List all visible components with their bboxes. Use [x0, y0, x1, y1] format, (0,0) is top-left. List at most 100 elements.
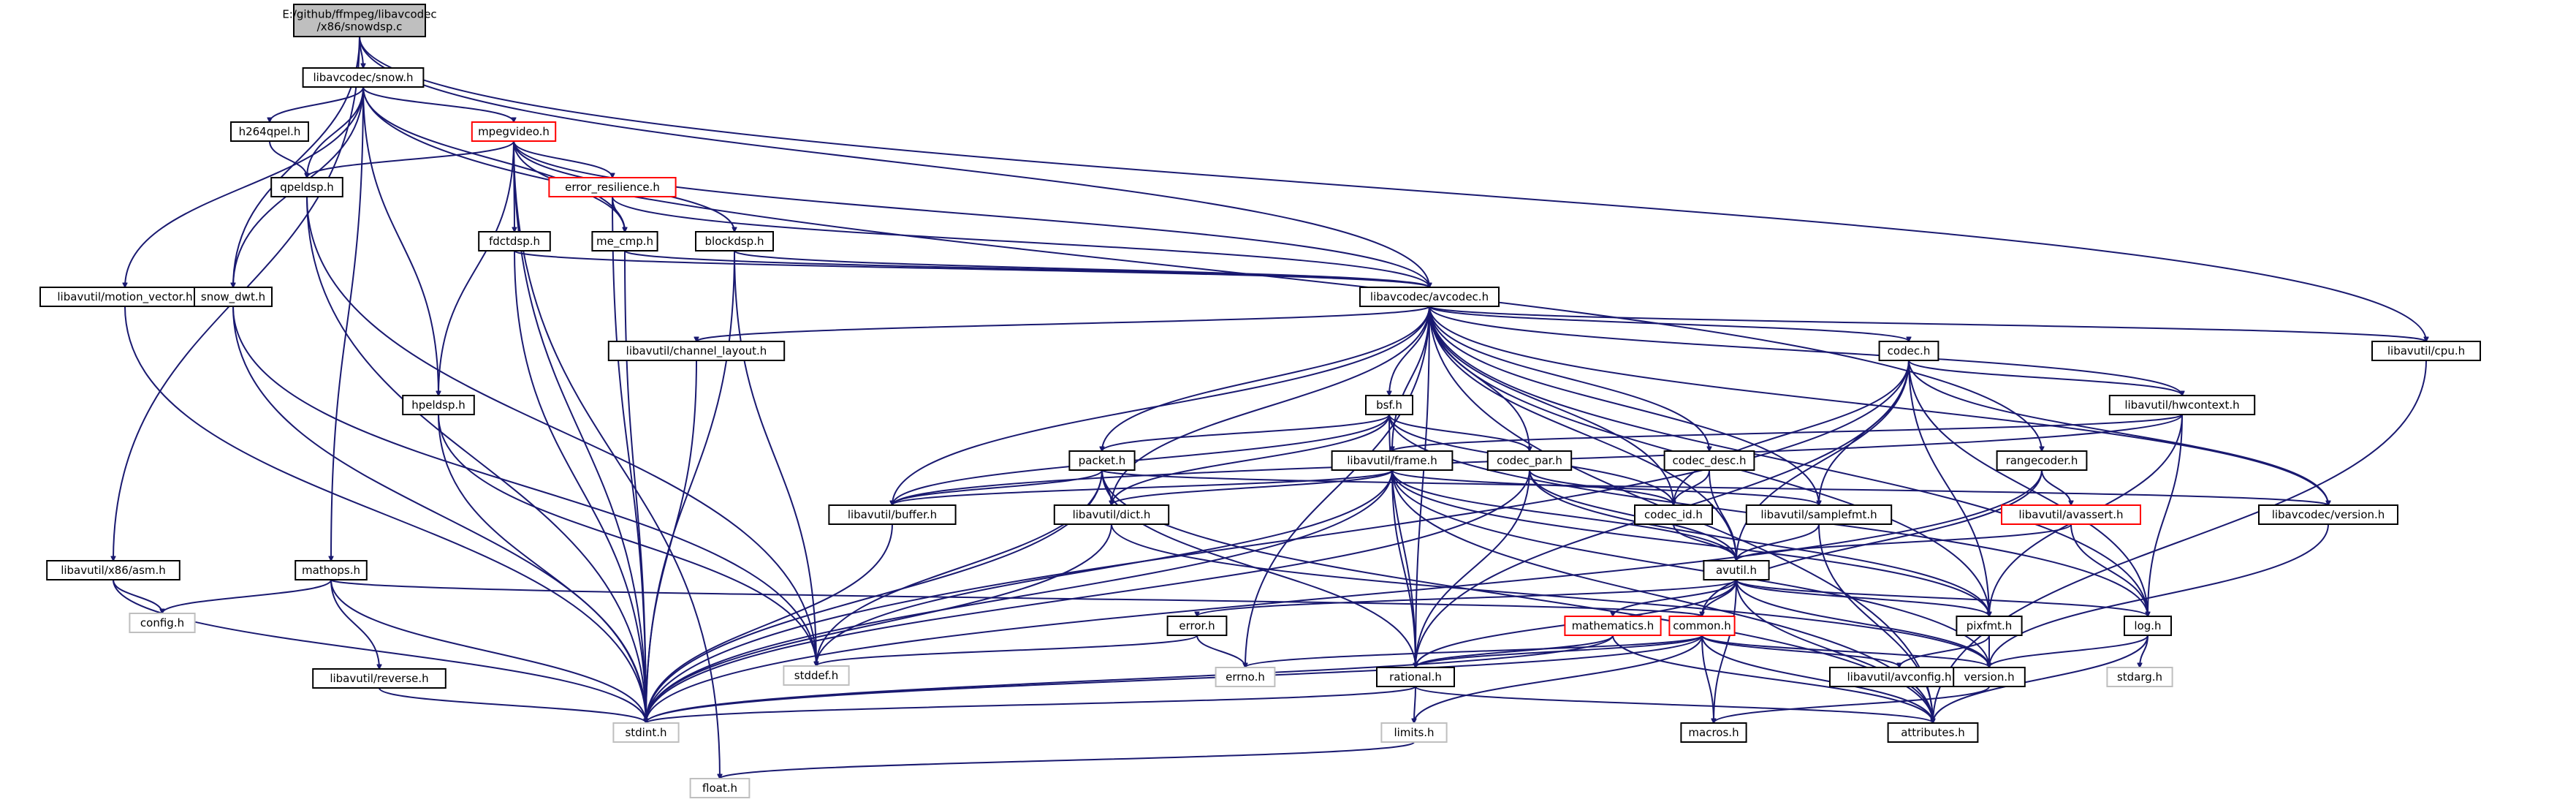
- node-box-codec_desc[interactable]: [1663, 450, 1755, 471]
- node-codec_desc[interactable]: codec_desc.h: [1663, 450, 1755, 471]
- node-box-buffer[interactable]: [828, 504, 957, 525]
- node-box-rangecoder[interactable]: [1996, 450, 2088, 471]
- node-lavc_version[interactable]: libavcodec/version.h: [2258, 504, 2398, 525]
- node-box-snow_dwt[interactable]: [194, 287, 273, 307]
- node-label-stdarg: stdarg.h: [2117, 670, 2162, 684]
- node-mpegvideo[interactable]: mpegvideo.h: [471, 121, 557, 142]
- node-box-codec_par[interactable]: [1486, 450, 1573, 471]
- node-box-codec[interactable]: [1878, 341, 1939, 361]
- edge-mpegvideo-to-avcodec: [513, 140, 1429, 287]
- node-avutil[interactable]: avutil.h: [1703, 560, 1770, 580]
- node-box-reverse[interactable]: [312, 668, 447, 689]
- node-asm[interactable]: libavutil/x86/asm.h: [46, 560, 181, 580]
- node-codec[interactable]: codec.h: [1878, 341, 1939, 361]
- node-box-h264qpel[interactable]: [230, 121, 309, 142]
- node-box-snow[interactable]: [302, 67, 425, 88]
- edge-frame-to-dict: [1112, 469, 1393, 506]
- node-buffer[interactable]: libavutil/buffer.h: [828, 504, 957, 525]
- node-box-version[interactable]: [1953, 667, 2026, 687]
- node-attributes[interactable]: attributes.h: [1887, 722, 1979, 743]
- node-stddef: stddef.h: [783, 665, 850, 686]
- node-error_resilience[interactable]: error_resilience.h: [548, 177, 677, 197]
- node-box-cpu[interactable]: [2371, 341, 2481, 361]
- node-rangecoder[interactable]: rangecoder.h: [1996, 450, 2088, 471]
- node-box-stddef: [783, 665, 850, 686]
- node-box-pixfmt[interactable]: [1956, 616, 2023, 636]
- node-box-avassert[interactable]: [2001, 504, 2141, 525]
- node-box-avutil[interactable]: [1703, 560, 1770, 580]
- node-box-macros[interactable]: [1680, 722, 1747, 743]
- edge-buffer-to-stdint: [646, 523, 893, 723]
- edge-snow-to-hpeldsp: [362, 86, 438, 396]
- node-box-me_cmp[interactable]: [591, 231, 658, 251]
- node-mathematics[interactable]: mathematics.h: [1564, 616, 1662, 636]
- node-cpu[interactable]: libavutil/cpu.h: [2371, 341, 2481, 361]
- node-box-blockdsp[interactable]: [695, 231, 774, 251]
- node-rational[interactable]: rational.h: [1376, 667, 1455, 687]
- node-box-bsf[interactable]: [1365, 395, 1413, 415]
- node-box-frame[interactable]: [1331, 450, 1454, 471]
- node-box-rational[interactable]: [1376, 667, 1455, 687]
- node-channel_layout[interactable]: libavutil/channel_layout.h: [607, 341, 786, 361]
- node-samplefmt[interactable]: libavutil/samplefmt.h: [1745, 504, 1893, 525]
- node-box-motion_vector[interactable]: [39, 287, 210, 307]
- node-box-fdctdsp[interactable]: [478, 231, 551, 251]
- node-packet[interactable]: packet.h: [1068, 450, 1136, 471]
- node-avconfig[interactable]: libavutil/avconfig.h: [1829, 667, 1969, 687]
- node-codec_par[interactable]: codec_par.h: [1486, 450, 1573, 471]
- node-box-qpeldsp[interactable]: [270, 177, 343, 197]
- node-dict[interactable]: libavutil/dict.h: [1053, 504, 1170, 525]
- node-label-qpeldsp: qpeldsp.h: [280, 181, 334, 194]
- node-box-snowdsp[interactable]: [293, 4, 426, 37]
- node-motion_vector[interactable]: libavutil/motion_vector.h: [39, 287, 210, 307]
- node-h264qpel[interactable]: h264qpel.h: [230, 121, 309, 142]
- node-box-mathops[interactable]: [295, 560, 368, 580]
- node-version[interactable]: version.h: [1953, 667, 2026, 687]
- node-error[interactable]: error.h: [1166, 616, 1228, 636]
- node-box-hpeldsp[interactable]: [402, 395, 475, 415]
- node-avassert[interactable]: libavutil/avassert.h: [2001, 504, 2141, 525]
- node-label-mpegvideo: mpegvideo.h: [478, 125, 550, 138]
- node-box-avcodec[interactable]: [1359, 287, 1500, 307]
- edge-log-to-attributes: [1933, 635, 2148, 723]
- node-hpeldsp[interactable]: hpeldsp.h: [402, 395, 475, 415]
- node-box-mathematics[interactable]: [1564, 616, 1662, 636]
- node-box-samplefmt[interactable]: [1745, 504, 1893, 525]
- node-box-packet[interactable]: [1068, 450, 1136, 471]
- node-codec_id[interactable]: codec_id.h: [1634, 504, 1713, 525]
- node-box-codec_id[interactable]: [1634, 504, 1713, 525]
- node-box-mpegvideo[interactable]: [471, 121, 557, 142]
- node-bsf[interactable]: bsf.h: [1365, 395, 1413, 415]
- node-box-channel_layout[interactable]: [607, 341, 786, 361]
- node-frame[interactable]: libavutil/frame.h: [1331, 450, 1454, 471]
- node-reverse[interactable]: libavutil/reverse.h: [312, 668, 447, 689]
- node-hwcontext[interactable]: libavutil/hwcontext.h: [2108, 395, 2256, 415]
- node-label-log: log.h: [2134, 619, 2161, 632]
- node-qpeldsp[interactable]: qpeldsp.h: [270, 177, 343, 197]
- node-avcodec[interactable]: libavcodec/avcodec.h: [1359, 287, 1500, 307]
- node-common[interactable]: common.h: [1668, 616, 1736, 636]
- node-box-asm[interactable]: [46, 560, 181, 580]
- node-snow[interactable]: libavcodec/snow.h: [302, 67, 425, 88]
- node-box-attributes[interactable]: [1887, 722, 1979, 743]
- node-label-samplefmt: libavutil/samplefmt.h: [1760, 508, 1877, 521]
- node-box-hwcontext[interactable]: [2108, 395, 2256, 415]
- node-mathops[interactable]: mathops.h: [295, 560, 368, 580]
- edge-rational-to-stdint: [646, 686, 1416, 724]
- node-box-error[interactable]: [1166, 616, 1228, 636]
- node-me_cmp[interactable]: me_cmp.h: [591, 231, 658, 251]
- node-macros[interactable]: macros.h: [1680, 722, 1747, 743]
- edge-codec_par-to-codec_id: [1529, 469, 1673, 505]
- node-box-common[interactable]: [1668, 616, 1736, 636]
- node-log[interactable]: log.h: [2124, 616, 2172, 636]
- node-snowdsp[interactable]: E:/github/ffmpeg/libavcodec/x86/snowdsp.…: [282, 4, 437, 37]
- node-pixfmt[interactable]: pixfmt.h: [1956, 616, 2023, 636]
- node-snow_dwt[interactable]: snow_dwt.h: [194, 287, 273, 307]
- node-box-error_resilience[interactable]: [548, 177, 677, 197]
- node-blockdsp[interactable]: blockdsp.h: [695, 231, 774, 251]
- edge-mpegvideo-to-float: [513, 140, 720, 779]
- node-box-dict[interactable]: [1053, 504, 1170, 525]
- node-box-log[interactable]: [2124, 616, 2172, 636]
- node-box-lavc_version[interactable]: [2258, 504, 2398, 525]
- node-fdctdsp[interactable]: fdctdsp.h: [478, 231, 551, 251]
